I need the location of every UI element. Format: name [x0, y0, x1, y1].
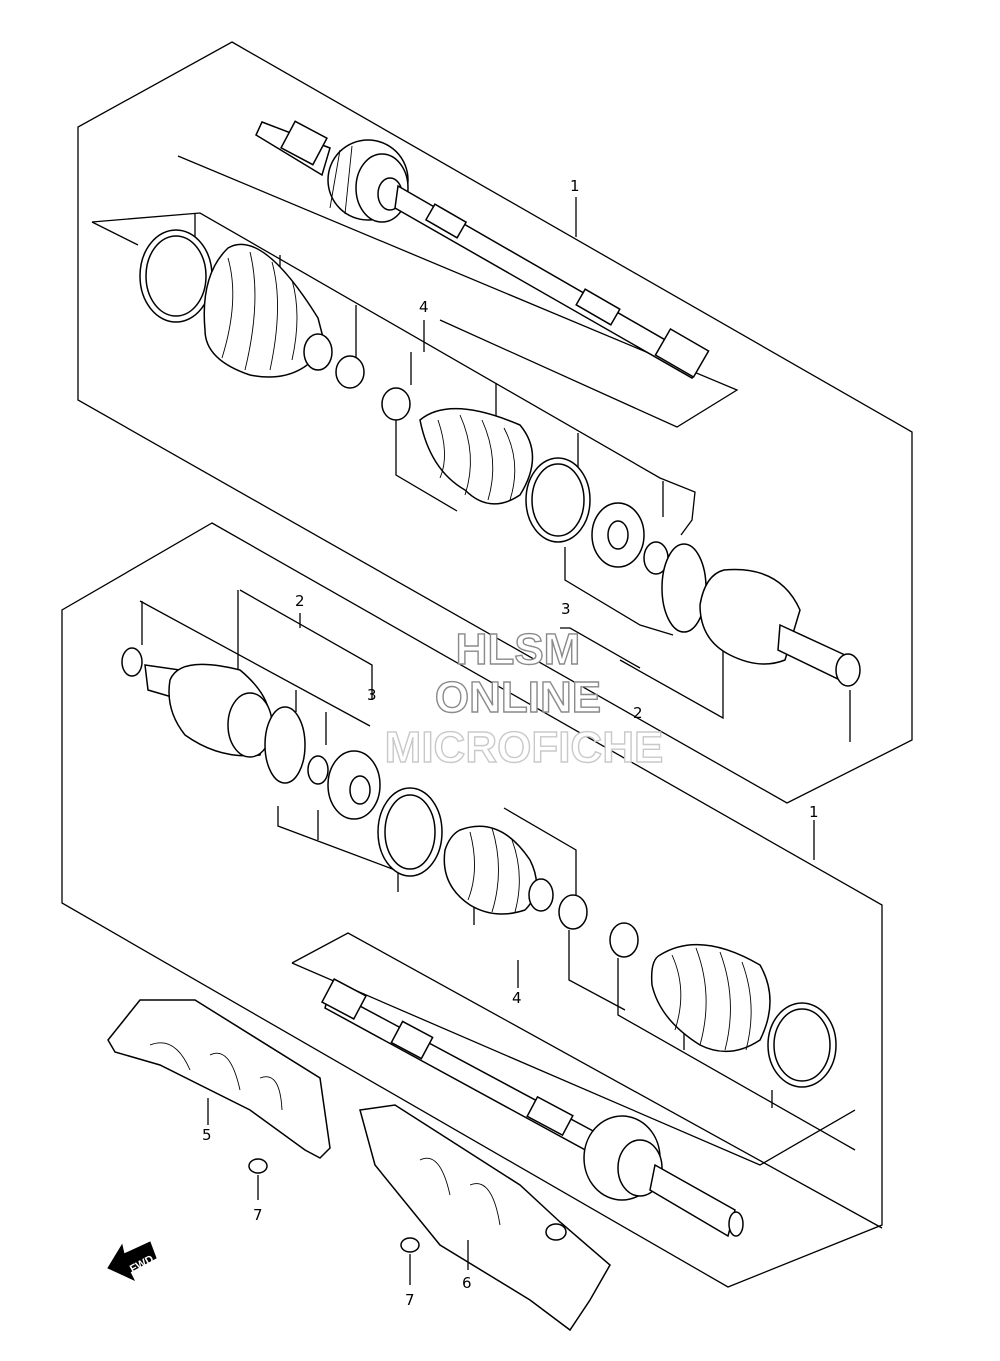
bolt-left	[248, 1158, 268, 1200]
bolt-right	[400, 1237, 420, 1285]
watermark-line-1: HLSM	[456, 625, 581, 674]
upper-assembly	[77, 41, 913, 804]
callout-shield-right: 6	[462, 1274, 472, 1292]
upper-frame	[77, 41, 913, 804]
lower-frame	[61, 522, 883, 1288]
callout-lower-shaft: 1	[809, 803, 819, 821]
callout-shield-left: 5	[202, 1126, 212, 1144]
lower-assembly	[61, 522, 883, 1332]
callout-upper-boot-kit-inner: 3	[561, 600, 571, 618]
callout-bolt-left: 7	[253, 1206, 263, 1224]
callout-upper-shaft: 1	[570, 177, 580, 195]
watermark: HLSM ONLINE MICROFICHE	[384, 624, 664, 772]
watermark-line-2: ONLINE	[435, 673, 601, 722]
callout-lower-boot-kit-outer: 4	[512, 989, 522, 1007]
upper-boot-band-small	[335, 355, 365, 389]
lower-shaft-box	[291, 932, 883, 1229]
lower-drive-shaft	[320, 978, 744, 1238]
callout-bolt-right: 7	[405, 1291, 415, 1309]
upper-inner-joint	[699, 568, 861, 687]
callout-lower-joint: 2	[295, 592, 305, 610]
heat-shield-left	[107, 999, 331, 1159]
callout-upper-joint: 2	[633, 704, 643, 722]
watermark-line-3: MICROFICHE	[385, 723, 664, 772]
lower-inner-joint	[121, 647, 329, 785]
lower-outer-boot	[650, 943, 771, 1053]
upper-outer-boot-set	[139, 229, 365, 389]
lower-inner-boot	[443, 825, 538, 915]
fwd-arrow: FWD	[107, 1241, 157, 1282]
callout-upper-boot-kit-outer: 4	[419, 298, 429, 316]
upper-drive-shaft	[255, 120, 710, 380]
lower-outer-boot-set	[609, 922, 837, 1088]
upper-shaft-box	[177, 155, 739, 428]
lower-joint-box	[139, 600, 371, 727]
lower-inner-boot-set	[327, 750, 588, 930]
callout-lower-boot-kit-inner: 3	[367, 686, 377, 704]
upper-inner-boot	[419, 407, 534, 505]
upper-boot-box	[91, 212, 696, 536]
upper-inner-boot-set	[381, 387, 707, 633]
heat-shield-right	[359, 1104, 611, 1332]
fwd-arrow-icon	[107, 1241, 157, 1282]
